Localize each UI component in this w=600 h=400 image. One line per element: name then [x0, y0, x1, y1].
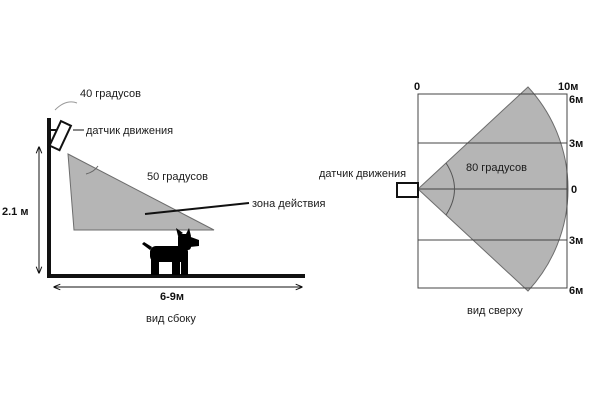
dog-icon	[142, 228, 199, 275]
x-start-label: 0	[414, 81, 420, 93]
angle-50-label: 50 градусов	[147, 171, 208, 183]
floor	[47, 274, 305, 278]
angle-40-label: 40 градусов	[80, 88, 141, 100]
top-80-degree-arc	[445, 162, 455, 216]
side-sensor-label: датчик движения	[86, 125, 173, 137]
zone-label: зона действия	[252, 198, 325, 210]
side-view: 40 градусов датчик движения 50 градусов …	[2, 88, 325, 325]
angle-80-label: 80 градусов	[466, 162, 527, 174]
side-caption: вид сбоку	[146, 313, 196, 325]
side-40-degree-arc	[54, 101, 78, 111]
side-detection-zone	[67, 153, 215, 231]
height-label: 2.1 м	[2, 206, 29, 218]
x-end-label: 10м	[558, 81, 578, 93]
top-sensor-body	[396, 182, 419, 198]
zone-pointer	[144, 202, 250, 215]
scale-label-upper: 3м	[569, 138, 583, 150]
scale-label-lower: 3м	[569, 235, 583, 247]
scale-label-top: 6м	[569, 94, 583, 106]
wall	[47, 118, 51, 278]
side-sensor-body	[48, 119, 73, 152]
scale-label-center: 0	[571, 184, 577, 196]
top-sensor-label: датчик движения	[319, 168, 406, 180]
scale-label-bottom: 6м	[569, 285, 583, 297]
top-caption: вид сверху	[467, 305, 523, 317]
distance-label: 6-9м	[160, 291, 184, 303]
top-view: 80 градусов датчик движения 0 10м 6м 3м …	[319, 81, 583, 317]
side-50-degree-arc	[85, 165, 99, 175]
